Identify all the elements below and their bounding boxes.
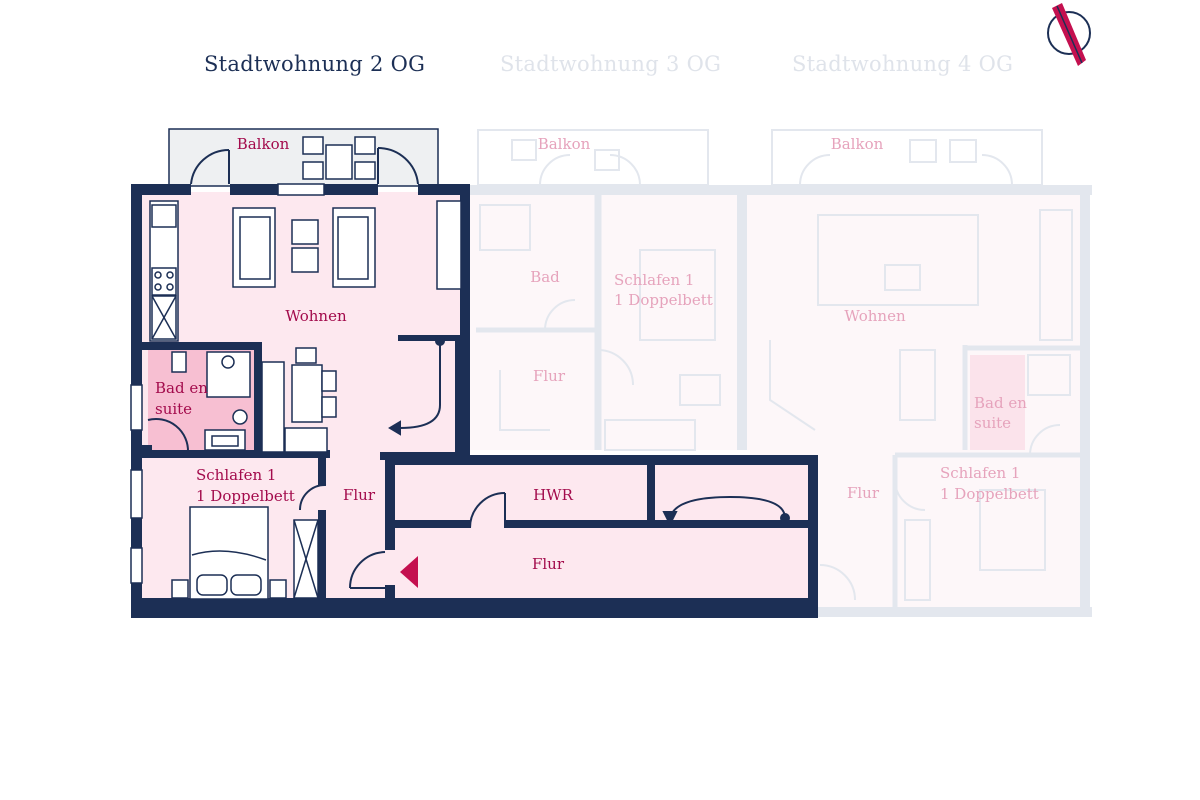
label-4og-bad-1: Bad en — [974, 394, 1027, 412]
tab-stadtwohnung-2og[interactable]: Stadtwohnung 2 OG — [204, 52, 426, 76]
apartment-2og — [130, 128, 818, 618]
tab-stadtwohnung-3og[interactable]: Stadtwohnung 3 OG — [500, 52, 722, 76]
label-schlafen: Schlafen 1 — [196, 466, 276, 484]
label-4og-wohnen: Wohnen — [844, 307, 906, 325]
label-4og-doppelbett: 1 Doppelbett — [940, 485, 1039, 503]
label-4og-bad-2: suite — [974, 414, 1011, 432]
label-bad-en-suite-2: suite — [155, 400, 192, 418]
label-3og-schlafen: Schlafen 1 — [614, 271, 694, 289]
label-balkon: Balkon — [237, 135, 290, 153]
label-3og-balkon: Balkon — [538, 135, 591, 153]
label-flur-main: Flur — [532, 555, 565, 573]
entrance-marker-icon — [400, 556, 418, 588]
label-doppelbett: 1 Doppelbett — [196, 487, 295, 505]
label-wohnen: Wohnen — [285, 307, 347, 325]
label-3og-flur: Flur — [533, 367, 566, 385]
label-4og-schlafen: Schlafen 1 — [940, 464, 1020, 482]
label-4og-flur: Flur — [847, 484, 880, 502]
label-flur-small: Flur — [343, 486, 376, 504]
faded-apartments — [470, 129, 1092, 617]
label-3og-bad: Bad — [530, 268, 560, 286]
label-4og-balkon: Balkon — [831, 135, 884, 153]
compass-north-icon — [1047, 3, 1091, 66]
label-3og-doppelbett: 1 Doppelbett — [614, 291, 713, 309]
tab-stadtwohnung-4og[interactable]: Stadtwohnung 4 OG — [792, 52, 1014, 76]
label-hwr: HWR — [533, 486, 573, 504]
label-bad-en-suite-1: Bad en — [155, 379, 208, 397]
